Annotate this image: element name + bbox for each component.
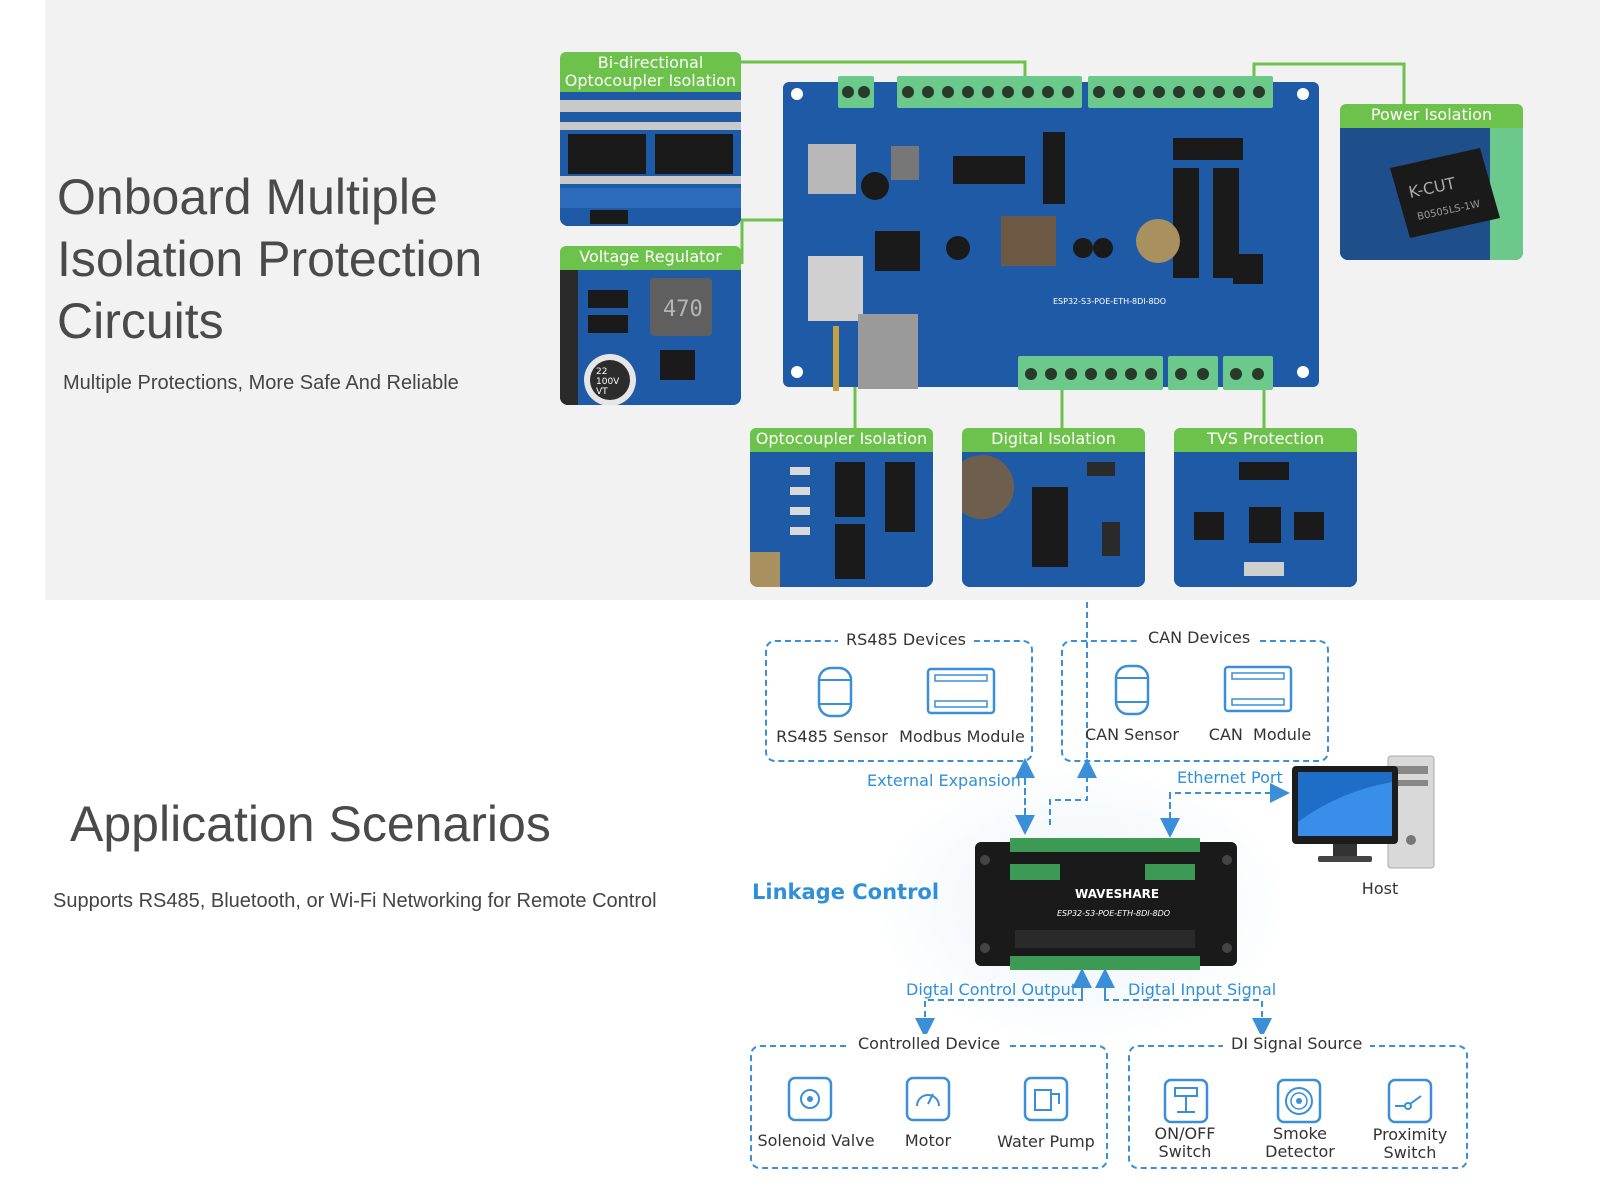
application-title: Application Scenarios bbox=[70, 796, 551, 852]
can-devices-title: CAN Devices bbox=[1140, 628, 1259, 647]
digital-input-signal-label: Digtal Input Signal bbox=[1128, 980, 1277, 999]
callout-tvs-protection: TVS Protection bbox=[1174, 428, 1357, 452]
controlled-device-title: Controlled Device bbox=[850, 1034, 1009, 1053]
capacitor-text-2: 100V bbox=[596, 377, 620, 387]
optocoupler-isolation-photo bbox=[750, 452, 933, 587]
proximity-switch-label: Proximity Switch bbox=[1360, 1126, 1460, 1162]
callout-power-isolation: Power Isolation bbox=[1340, 104, 1523, 128]
smoke-detector-icon bbox=[1276, 1078, 1322, 1124]
power-isolation-photo: K-CUT B0505LS-1W bbox=[1340, 128, 1523, 260]
smoke-detector-label-line-1: Smoke bbox=[1272, 1124, 1328, 1143]
digital-control-output-label: Digtal Control Output bbox=[906, 980, 1078, 999]
motor-icon bbox=[905, 1076, 951, 1122]
device-model-text: ESP32-S3-POE-ETH-8DI-8DO bbox=[1057, 909, 1170, 918]
bidirectional-optocoupler-photo bbox=[560, 92, 741, 226]
rs485-sensor-label: RS485 Sensor bbox=[776, 727, 888, 746]
external-expansion-label: External Expansion bbox=[867, 771, 1021, 790]
can-module-icon bbox=[1223, 665, 1293, 713]
capacitor-text-3: VT bbox=[596, 387, 608, 397]
on-off-switch-label-line-2: Switch bbox=[1158, 1142, 1212, 1161]
rs485-sensor-icon bbox=[817, 666, 853, 718]
proximity-switch-label-line-2: Switch bbox=[1383, 1143, 1437, 1162]
on-off-switch-icon bbox=[1163, 1078, 1209, 1124]
smoke-detector-label: Smoke Detector bbox=[1250, 1125, 1350, 1161]
solenoid-valve-label: Solenoid Valve bbox=[757, 1131, 875, 1150]
proximity-switch-label-line-1: Proximity bbox=[1372, 1125, 1448, 1144]
voltage-regulator-photo: 470 22 100V VT bbox=[560, 270, 741, 405]
motor-label: Motor bbox=[904, 1131, 952, 1150]
rs485-devices-title: RS485 Devices bbox=[838, 630, 974, 649]
can-sensor-label: CAN Sensor bbox=[1084, 725, 1179, 744]
callout-bidirectional: Bi-directional Optocoupler Isolation bbox=[560, 52, 741, 92]
isolation-title-line-1: Onboard Multiple bbox=[57, 169, 438, 225]
digital-isolation-photo bbox=[962, 452, 1145, 587]
proximity-switch-icon bbox=[1387, 1078, 1433, 1124]
host-computer-icon bbox=[1292, 755, 1435, 869]
water-pump-icon bbox=[1023, 1076, 1069, 1122]
on-off-switch-label: ON/OFF Switch bbox=[1140, 1125, 1230, 1161]
modbus-module-label: Modbus Module bbox=[899, 727, 1025, 746]
board-model-text: ESP32-S3-POE-ETH-8DI-8DO bbox=[1053, 297, 1166, 306]
host-label: Host bbox=[1361, 879, 1399, 898]
water-pump-label: Water Pump bbox=[997, 1132, 1095, 1151]
callout-digital-isolation: Digital Isolation bbox=[962, 428, 1145, 452]
isolation-subtitle: Multiple Protections, More Safe And Reli… bbox=[63, 372, 459, 394]
callout-voltage-regulator: Voltage Regulator bbox=[560, 246, 741, 270]
callout-bidirectional-line-1: Bi-directional bbox=[597, 53, 704, 72]
application-subtitle: Supports RS485, Bluetooth, or Wi-Fi Netw… bbox=[53, 890, 657, 912]
callout-optocoupler-isolation: Optocoupler Isolation bbox=[750, 428, 933, 452]
di-signal-source-title: DI Signal Source bbox=[1223, 1034, 1371, 1053]
can-sensor-icon bbox=[1114, 664, 1150, 716]
smoke-detector-label-line-2: Detector bbox=[1265, 1142, 1335, 1161]
isolation-title-line-3: Circuits bbox=[57, 293, 224, 349]
solenoid-valve-icon bbox=[787, 1076, 833, 1122]
linkage-control-label: Linkage Control bbox=[752, 880, 940, 904]
on-off-switch-label-line-1: ON/OFF bbox=[1154, 1124, 1216, 1143]
application-panel bbox=[0, 600, 1600, 1200]
can-module-label: CAN Module bbox=[1208, 725, 1312, 744]
isolation-title-line-2: Isolation Protection bbox=[57, 231, 483, 287]
controller-device-image: WAVESHARE ESP32-S3-POE-ETH-8DI-8DO bbox=[975, 838, 1237, 970]
modbus-module-icon bbox=[926, 667, 996, 715]
tvs-protection-photo bbox=[1174, 452, 1357, 587]
controller-board-photo: ESP32-S3-POE-ETH-8DI-8DO bbox=[783, 76, 1319, 391]
callout-bidirectional-line-2: Optocoupler Isolation bbox=[564, 71, 737, 90]
inductor-text: 470 bbox=[663, 297, 703, 322]
device-brand-text: WAVESHARE bbox=[1075, 887, 1159, 901]
capacitor-text-1: 22 bbox=[596, 367, 607, 377]
ethernet-port-label: Ethernet Port bbox=[1177, 768, 1283, 787]
